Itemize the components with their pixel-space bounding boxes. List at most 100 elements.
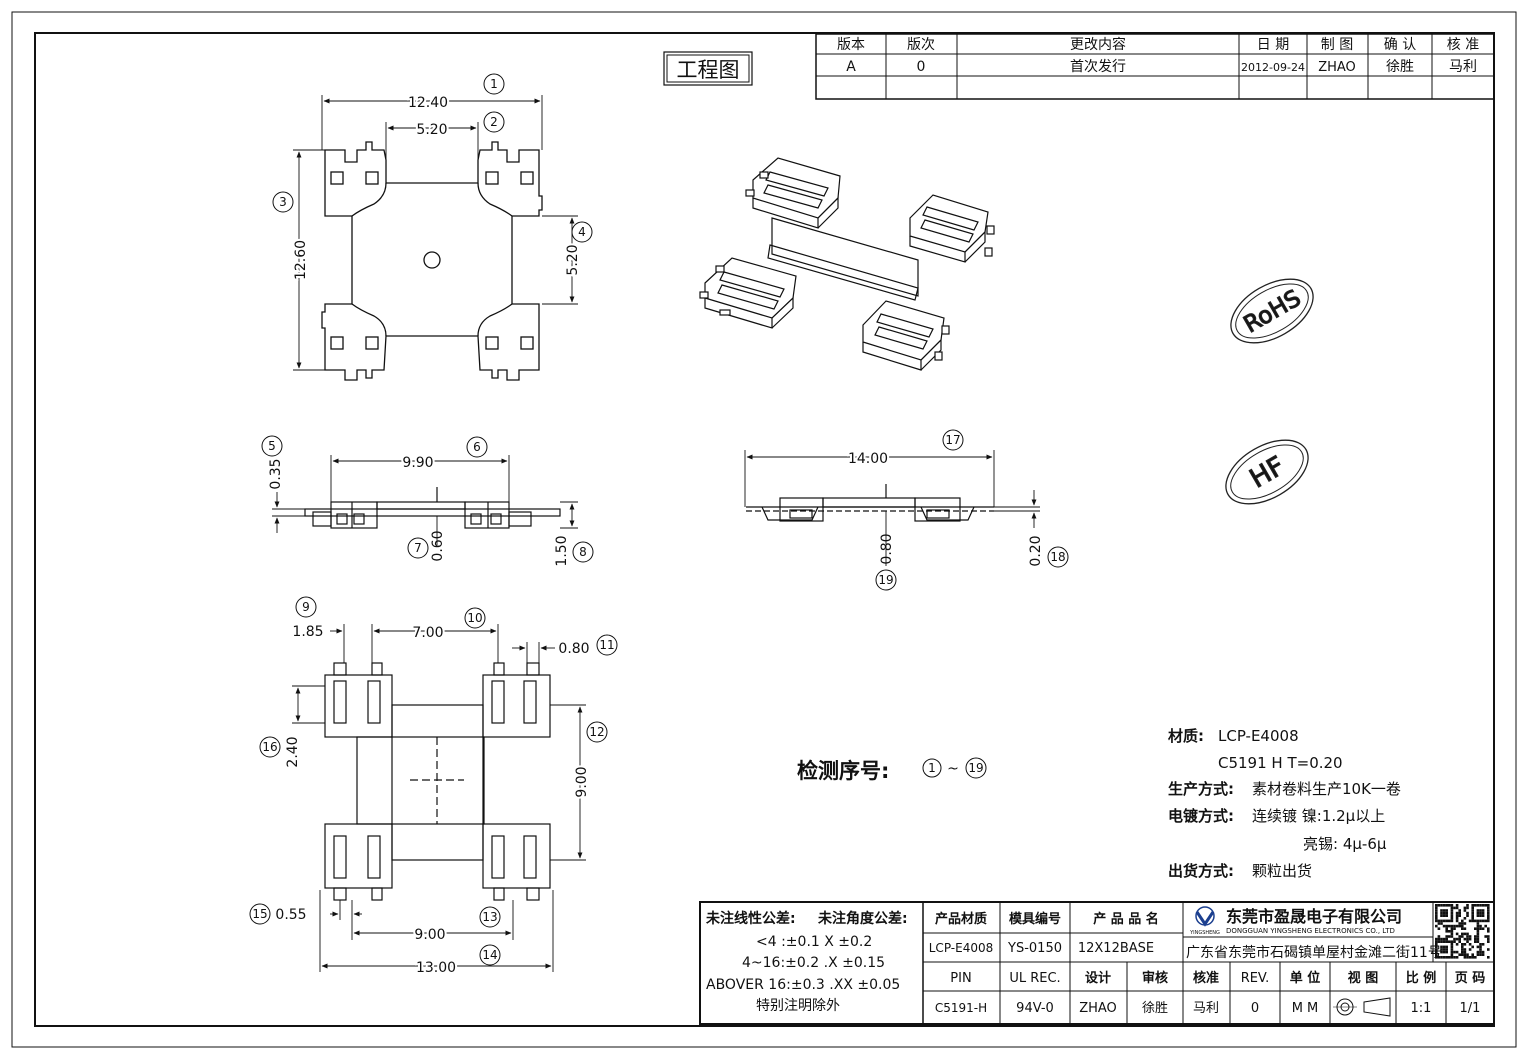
- svg-text:亮锡: 4μ-6μ: 亮锡: 4μ-6μ: [1303, 835, 1387, 853]
- tb-header-unit: 单 位: [1290, 970, 1321, 986]
- dim-1-value: 12.40: [408, 95, 448, 111]
- balloon-3: 3: [279, 195, 287, 209]
- tolerance-notes: 未注线性公差: 未注角度公差: <4 :±0.1 X ±0.2 4~16:±0.…: [706, 910, 908, 1014]
- svg-text:19: 19: [968, 761, 983, 775]
- dim-15-value: 0.55: [275, 907, 306, 923]
- svg-text:工程图: 工程图: [677, 58, 740, 82]
- tb-header-material: 产品材质: [935, 911, 987, 927]
- drawing-label: 工程图: [663, 51, 753, 86]
- title-block: [699, 901, 1495, 1025]
- dim-16-value: 2.40: [285, 736, 301, 767]
- dim-10-value: 7.00: [412, 625, 443, 641]
- balloon-4: 4: [578, 225, 586, 239]
- front-view-dimensions: [744, 450, 1040, 566]
- tb-header-view: 视 图: [1348, 970, 1379, 986]
- balloon-13: 13: [482, 910, 497, 924]
- tb-rev: 0: [1251, 1001, 1259, 1016]
- svg-text:~: ~: [947, 761, 959, 777]
- tb-header-pin: PIN: [950, 971, 971, 986]
- svg-text:4~16:±0.2 .X ±0.15: 4~16:±0.2 .X ±0.15: [742, 955, 885, 971]
- rev-header-change: 更改内容: [1070, 36, 1126, 53]
- dim-17-value: 14.00: [848, 451, 888, 467]
- balloon-11: 11: [599, 638, 614, 652]
- dim-3-value: 12.60: [293, 240, 309, 280]
- svg-text:广东省东莞市石碣镇单屋村金滩二街11号: 广东省东莞市石碣镇单屋村金滩二街11号: [1186, 944, 1442, 961]
- tb-page: 1/1: [1460, 1001, 1481, 1016]
- company-logo-icon: YINGSHENG: [1189, 906, 1220, 936]
- rev-header-issue: 版次: [907, 37, 935, 53]
- svg-text:DONGGUAN YINGSHENG ELECTRONICS: DONGGUAN YINGSHENG ELECTRONICS CO., LTD: [1226, 927, 1395, 935]
- rev-header-checked: 确 认: [1384, 37, 1416, 53]
- dim-4-value: 5.20: [565, 244, 581, 275]
- tb-header-approve: 核准: [1193, 970, 1219, 986]
- tb-design: ZHAO: [1079, 1001, 1117, 1016]
- dim-19-value: 0.80: [879, 533, 895, 564]
- dim-13-value: 9.00: [414, 927, 445, 943]
- rohs-stamp: RoHS: [1230, 278, 1314, 344]
- svg-text:特别注明除外: 特别注明除外: [756, 998, 840, 1014]
- svg-text:未注线性公差:: 未注线性公差:: [706, 910, 796, 927]
- rev-cell-date: 2012-09-24: [1241, 61, 1305, 74]
- rev-cell-version: A: [846, 59, 856, 75]
- svg-text:东莞市盈晟电子有限公司: 东莞市盈晟电子有限公司: [1226, 907, 1402, 926]
- tb-material: LCP-E4008: [929, 941, 994, 955]
- rev-cell-issue: 0: [917, 59, 926, 75]
- dim-2-value: 5.20: [416, 122, 447, 138]
- svg-text:检测序号:: 检测序号:: [797, 759, 889, 783]
- svg-text:RoHS: RoHS: [1240, 285, 1306, 338]
- sheet-inner-border: [34, 32, 1495, 1027]
- spec-notes: 材质: LCP-E4008 C5191 H T=0.20 生产方式: 素材卷料生…: [1168, 727, 1401, 880]
- dim-9-value: 1.85: [292, 624, 323, 640]
- rev-header-approved: 核 准: [1447, 37, 1479, 53]
- tb-ul: 94V-0: [1016, 1001, 1054, 1016]
- balloon-8: 8: [579, 545, 587, 559]
- tb-unit: M M: [1292, 1001, 1319, 1016]
- dim-14-value: 13.00: [416, 960, 456, 976]
- hf-stamp: HF: [1225, 439, 1309, 505]
- balloon-1: 1: [490, 77, 498, 91]
- svg-text:连续镀 镍:1.2μ以上: 连续镀 镍:1.2μ以上: [1252, 807, 1385, 825]
- svg-text:素材卷料生产10K一卷: 素材卷料生产10K一卷: [1252, 780, 1401, 798]
- tb-header-page: 页 码: [1455, 971, 1486, 986]
- balloon-12: 12: [589, 725, 604, 739]
- dim-8-value: 1.50: [554, 535, 570, 566]
- balloon-14: 14: [482, 948, 497, 962]
- tb-mold: YS-0150: [1007, 941, 1062, 956]
- dim-18-value: 0.20: [1028, 535, 1044, 566]
- qr-code-icon: [1435, 904, 1490, 959]
- balloon-7: 7: [414, 541, 422, 555]
- rev-header-drawn: 制 图: [1321, 37, 1353, 53]
- tb-header-ul: UL REC.: [1009, 971, 1060, 986]
- balloon-group: [249, 73, 1069, 966]
- balloon-2: 2: [490, 115, 498, 129]
- tb-review: 徐胜: [1142, 1001, 1168, 1016]
- tb-header-scale: 比 例: [1406, 970, 1437, 986]
- balloon-6: 6: [473, 440, 481, 454]
- tb-scale: 1:1: [1411, 1001, 1432, 1016]
- rev-cell-approved: 马利: [1449, 59, 1477, 75]
- balloon-5: 5: [268, 439, 276, 453]
- tb-header-rev: REV.: [1241, 971, 1270, 986]
- balloon-19: 19: [878, 573, 893, 587]
- tb-header-review: 审核: [1142, 970, 1168, 986]
- side-view: [304, 487, 561, 529]
- company-block: YINGSHENG 东莞市盈晟电子有限公司 DONGGUAN YINGSHENG…: [1186, 906, 1442, 961]
- dim-7-value: 0.60: [430, 530, 446, 561]
- top-view: [321, 141, 543, 381]
- dim-11-value: 0.80: [558, 641, 589, 657]
- svg-text:YINGSHENG: YINGSHENG: [1189, 930, 1220, 936]
- bottom-view-dimensions: [292, 624, 586, 972]
- balloon-18: 18: [1050, 550, 1065, 564]
- tb-header-design: 设计: [1085, 970, 1111, 986]
- svg-text:1: 1: [928, 761, 936, 775]
- tb-header-mold: 模具编号: [1009, 911, 1061, 927]
- balloon-17: 17: [945, 433, 960, 447]
- svg-text:LCP-E4008: LCP-E4008: [1218, 727, 1299, 745]
- svg-text:ABOVER 16:±0.3 .XX ±0.05: ABOVER 16:±0.3 .XX ±0.05: [706, 977, 900, 993]
- svg-text:材质:: 材质:: [1168, 727, 1204, 745]
- dim-12-value: 9.00: [574, 766, 590, 797]
- balloon-15: 15: [252, 907, 267, 921]
- dim-5-value: 0.35: [268, 458, 284, 489]
- svg-text:出货方式:: 出货方式:: [1168, 862, 1234, 880]
